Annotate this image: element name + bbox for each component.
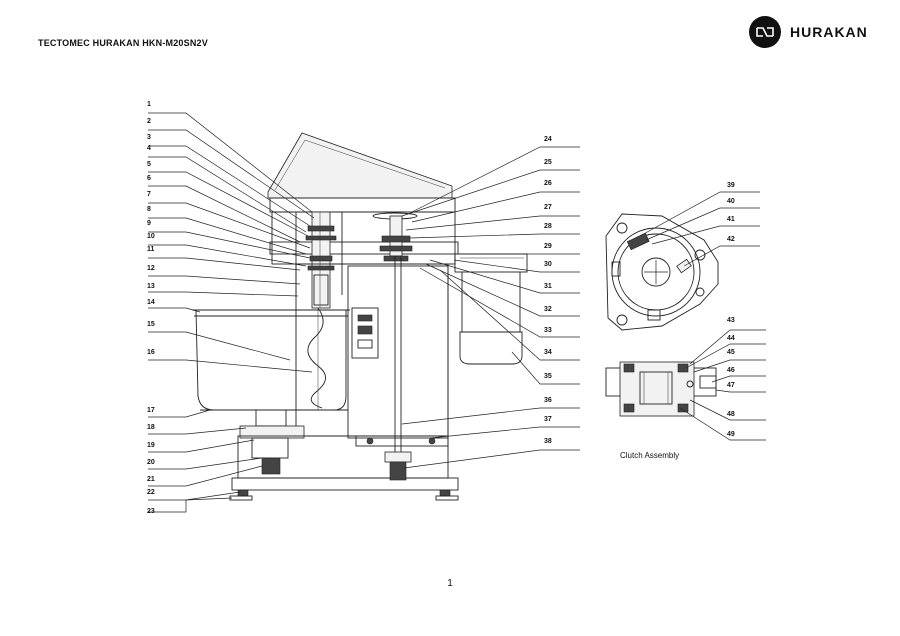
part-label-1: 1 bbox=[147, 101, 151, 108]
part-label-18: 18 bbox=[147, 424, 155, 431]
part-label-28: 28 bbox=[544, 223, 552, 230]
document-title: TECTOMEC HURAKAN HKN-M20SN2V bbox=[38, 38, 208, 48]
clutch-section bbox=[605, 361, 717, 417]
part-label-22: 22 bbox=[147, 489, 155, 496]
part-label-4: 4 bbox=[147, 145, 151, 152]
part-label-7: 7 bbox=[147, 191, 151, 198]
clutch-part-label-49: 49 bbox=[727, 431, 735, 438]
mixer-lid bbox=[267, 132, 453, 199]
clutch-part-label-48: 48 bbox=[727, 411, 735, 418]
part-label-14: 14 bbox=[147, 299, 155, 306]
clutch-part-label-41: 41 bbox=[727, 216, 735, 223]
clutch-part-label-39: 39 bbox=[727, 182, 735, 189]
part-label-16: 16 bbox=[147, 349, 155, 356]
page-number: 1 bbox=[447, 578, 453, 589]
part-label-38: 38 bbox=[544, 438, 552, 445]
part-label-8: 8 bbox=[147, 206, 151, 213]
part-label-29: 29 bbox=[544, 243, 552, 250]
brand-logo: HURAKAN bbox=[749, 16, 868, 48]
part-label-36: 36 bbox=[544, 397, 552, 404]
part-label-10: 10 bbox=[147, 233, 155, 240]
part-label-35: 35 bbox=[544, 373, 552, 380]
right-leaders bbox=[401, 146, 580, 469]
bowl-guard bbox=[454, 253, 528, 273]
part-label-21: 21 bbox=[147, 476, 155, 483]
part-label-3: 3 bbox=[147, 134, 151, 141]
part-label-23: 23 bbox=[147, 508, 155, 515]
part-label-5: 5 bbox=[147, 161, 151, 168]
part-label-27: 27 bbox=[544, 204, 552, 211]
part-label-19: 19 bbox=[147, 442, 155, 449]
mixing-bowl bbox=[195, 309, 347, 411]
part-label-13: 13 bbox=[147, 283, 155, 290]
hurakan-logo-icon bbox=[749, 16, 781, 48]
part-label-20: 20 bbox=[147, 459, 155, 466]
clutch-plate bbox=[605, 213, 719, 331]
part-label-37: 37 bbox=[544, 416, 552, 423]
part-label-34: 34 bbox=[544, 349, 552, 356]
clutch-part-label-43: 43 bbox=[727, 317, 735, 324]
part-label-30: 30 bbox=[544, 261, 552, 268]
part-label-15: 15 bbox=[147, 321, 155, 328]
clutch-part-label-46: 46 bbox=[727, 367, 735, 374]
clutch-part-label-40: 40 bbox=[727, 198, 735, 205]
clutch-part-label-47: 47 bbox=[727, 382, 735, 389]
part-label-25: 25 bbox=[544, 159, 552, 166]
part-label-31: 31 bbox=[544, 283, 552, 290]
head-housing bbox=[271, 211, 456, 265]
part-label-11: 11 bbox=[147, 246, 155, 253]
part-label-32: 32 bbox=[544, 306, 552, 313]
right-part-numbers: 24 25 26 27 28 29 30 31 32 33 34 35 36 37 38 bbox=[544, 136, 552, 445]
left-leaders bbox=[148, 112, 315, 513]
clutch-part-label-42: 42 bbox=[727, 236, 735, 243]
clutch-part-label-44: 44 bbox=[727, 335, 735, 342]
part-label-24: 24 bbox=[544, 136, 552, 143]
part-label-2: 2 bbox=[147, 118, 151, 125]
control-panel bbox=[351, 307, 379, 359]
part-label-12: 12 bbox=[147, 265, 155, 272]
clutch-assembly-caption: Clutch Assembly bbox=[620, 451, 679, 460]
clutch-part-numbers: 39 40 41 42 43 44 45 46 47 48 49 bbox=[727, 182, 735, 438]
spiral-hook bbox=[307, 307, 326, 409]
part-label-9: 9 bbox=[147, 220, 151, 227]
clutch-part-label-45: 45 bbox=[727, 349, 735, 356]
part-label-33: 33 bbox=[544, 327, 552, 334]
part-label-17: 17 bbox=[147, 407, 155, 414]
part-label-6: 6 bbox=[147, 175, 151, 182]
clutch-leaders bbox=[639, 191, 766, 441]
mixer-drawing bbox=[192, 132, 528, 501]
part-label-26: 26 bbox=[544, 180, 552, 187]
brand-name: HURAKAN bbox=[790, 24, 868, 40]
